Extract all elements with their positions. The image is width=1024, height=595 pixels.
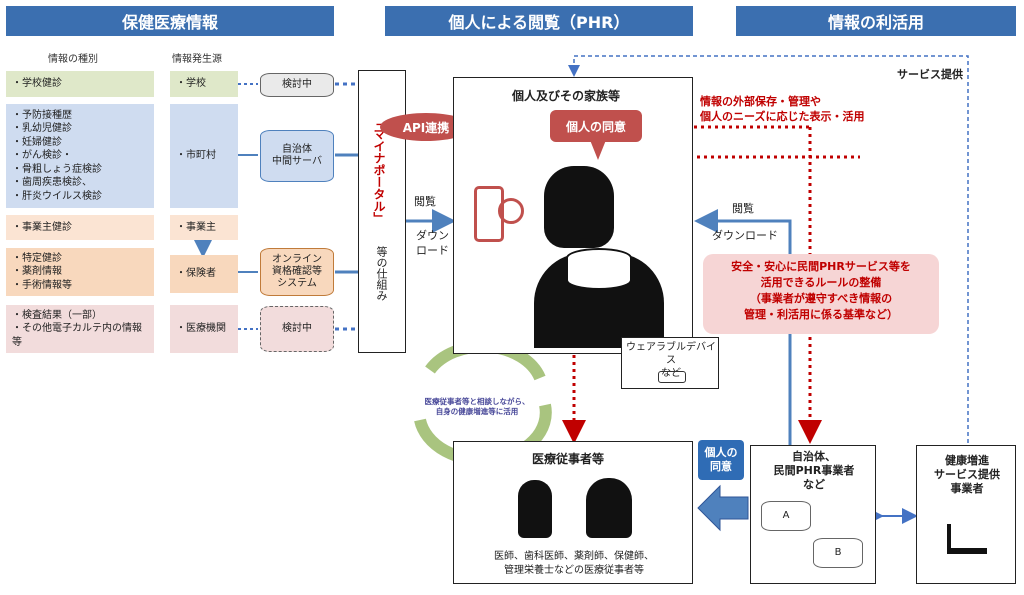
source-insurer: ・保険者	[170, 255, 238, 293]
mynaportal-name: 「マイナポータル」	[372, 116, 386, 224]
health-service-box: 健康増進 サービス提供 事業者	[916, 445, 1016, 584]
wearable-box: ウェアラブルデバイス など	[621, 337, 719, 389]
medical-title: 医療従事者等	[532, 452, 605, 466]
store-municipal-server: 自治体 中間サーバ	[260, 130, 334, 182]
type-insurer: ・特定健診 ・薬剤情報 ・手術情報等	[6, 248, 154, 296]
health-service-title: 健康増進 サービス提供 事業者	[934, 454, 1000, 495]
store-online-confirm: オンライン 資格確認等 システム	[260, 248, 334, 296]
source-employer: ・事業主	[170, 215, 238, 240]
type-school: ・学校健診	[6, 71, 154, 97]
external-storage-note: 情報の外部保存・管理や 個人のニーズに応じた表示・活用	[700, 95, 865, 123]
header-utilization: 情報の利活用	[736, 6, 1016, 36]
store-pending-1: 検討中	[260, 73, 334, 97]
column-type: 情報の種別	[48, 54, 98, 65]
person-icon	[544, 166, 614, 248]
service-provision-label: サービス提供	[897, 68, 963, 81]
view-label-right: 閲覧	[732, 202, 754, 215]
db-b-icon: B	[813, 538, 863, 568]
watch-icon	[658, 371, 686, 383]
type-municipal: ・予防接種歴 ・乳幼児健診 ・妊婦健診 ・がん検診・ ・骨粗しょう症検診 ・歯周…	[6, 104, 154, 208]
municipal-phr-box: 自治体、 民間PHR事業者 など A B	[750, 445, 876, 584]
store-pending-2: 検討中	[260, 306, 334, 352]
mynaportal-box: 「マイナポータル」 等の仕組み	[358, 70, 406, 353]
db-a-icon: A	[761, 501, 811, 531]
consent-bubble-tail	[590, 140, 606, 160]
wearable-label: ウェアラブルデバイス など	[626, 342, 716, 379]
source-school: ・学校	[170, 71, 238, 97]
municipal-title: 自治体、 民間PHR事業者 など	[773, 450, 855, 491]
medical-box: 医療従事者等 医師、歯科医師、薬剤師、保健師、 管理栄養士などの医療従事者等	[453, 441, 693, 584]
consent-arrow	[697, 484, 749, 532]
column-source: 情報発生源	[172, 54, 222, 65]
globe-icon	[498, 198, 524, 224]
source-hospital: ・医療機関	[170, 305, 238, 353]
consent-badge-blue: 個人の 同意	[698, 440, 744, 480]
rules-note: 安全・安心に民間PHRサービス等を 活用できるルールの整備 （事業者が遵守すべき…	[703, 254, 939, 334]
view-label-left: 閲覧	[414, 195, 436, 208]
header-health-info: 保健医療情報	[6, 6, 334, 36]
cycle-text: 医療従事者等と相談しながら、 自身の健康増進等に活用	[424, 397, 530, 416]
family-title: 個人及びその家族等	[512, 89, 621, 103]
source-municipal: ・市町村	[170, 104, 238, 208]
medical-desc: 医師、歯科医師、薬剤師、保健師、 管理栄養士などの医療従事者等	[494, 551, 654, 576]
pharmacist-icon	[518, 480, 552, 538]
exercise-icon	[947, 524, 987, 554]
download-label-left: ダウン ロード	[416, 229, 449, 257]
consent-bubble: 個人の同意	[550, 110, 642, 142]
download-label-right: ダウンロード	[712, 229, 778, 242]
mynaportal-suffix: 等の仕組み	[375, 246, 388, 301]
device-cylinder-icon	[566, 248, 632, 290]
header-personal-view: 個人による閲覧（PHR）	[385, 6, 693, 36]
doctor-icon	[586, 478, 632, 538]
type-employer: ・事業主健診	[6, 215, 154, 240]
type-hospital: ・検査結果（一部） ・その他電子カルテ内の情報 等	[6, 305, 154, 353]
